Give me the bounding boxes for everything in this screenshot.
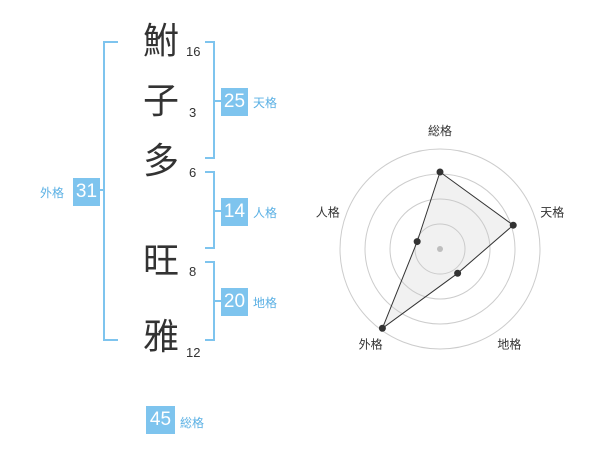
gaikaku-label: 外格 bbox=[40, 186, 65, 200]
name-char-1: 鮒 bbox=[143, 21, 180, 62]
radar-ring-1 bbox=[414, 223, 466, 275]
radar-ring-2 bbox=[389, 198, 491, 300]
name-char-4: 旺 bbox=[143, 241, 180, 282]
gaikaku-value: 31 bbox=[73, 178, 100, 206]
stroke-count-4: 8 bbox=[189, 264, 197, 279]
radar-point-3 bbox=[454, 269, 462, 277]
chikaku-label: 地格 bbox=[253, 296, 278, 310]
radar-center-dot bbox=[437, 246, 443, 252]
radar-axis-label-1: 総格 bbox=[428, 123, 452, 138]
radar-axis-label-4: 外格 bbox=[359, 336, 383, 351]
radar-point-5 bbox=[413, 238, 421, 246]
stroke-count-5: 12 bbox=[186, 345, 201, 360]
name-char-3: 多 bbox=[143, 141, 180, 182]
stroke-count-3: 6 bbox=[189, 165, 197, 180]
radar-point-4 bbox=[378, 324, 386, 332]
radar-axis-label-2: 天格 bbox=[540, 205, 564, 220]
chikaku-value: 20 bbox=[221, 288, 248, 316]
stroke-count-2: 3 bbox=[189, 105, 197, 120]
jinkaku-value: 14 bbox=[221, 198, 248, 226]
radar-point-1 bbox=[436, 168, 444, 176]
radar-point-2 bbox=[509, 221, 517, 229]
radar-series-polygon bbox=[381, 171, 515, 330]
radar-axis-label-5: 人格 bbox=[316, 205, 340, 220]
name-char-5: 雅 bbox=[143, 317, 180, 358]
radar-axis-label-3: 地格 bbox=[497, 336, 521, 351]
soukaku-value: 45 bbox=[146, 406, 175, 434]
tenkaku-value: 25 bbox=[221, 88, 248, 116]
name-char-2: 子 bbox=[143, 81, 180, 122]
soukaku-label: 総格 bbox=[180, 416, 205, 430]
jinkaku-label: 人格 bbox=[253, 206, 278, 220]
radar-ring-4 bbox=[339, 148, 541, 350]
stroke-count-1: 16 bbox=[186, 44, 201, 59]
tenkaku-label: 天格 bbox=[253, 96, 278, 110]
